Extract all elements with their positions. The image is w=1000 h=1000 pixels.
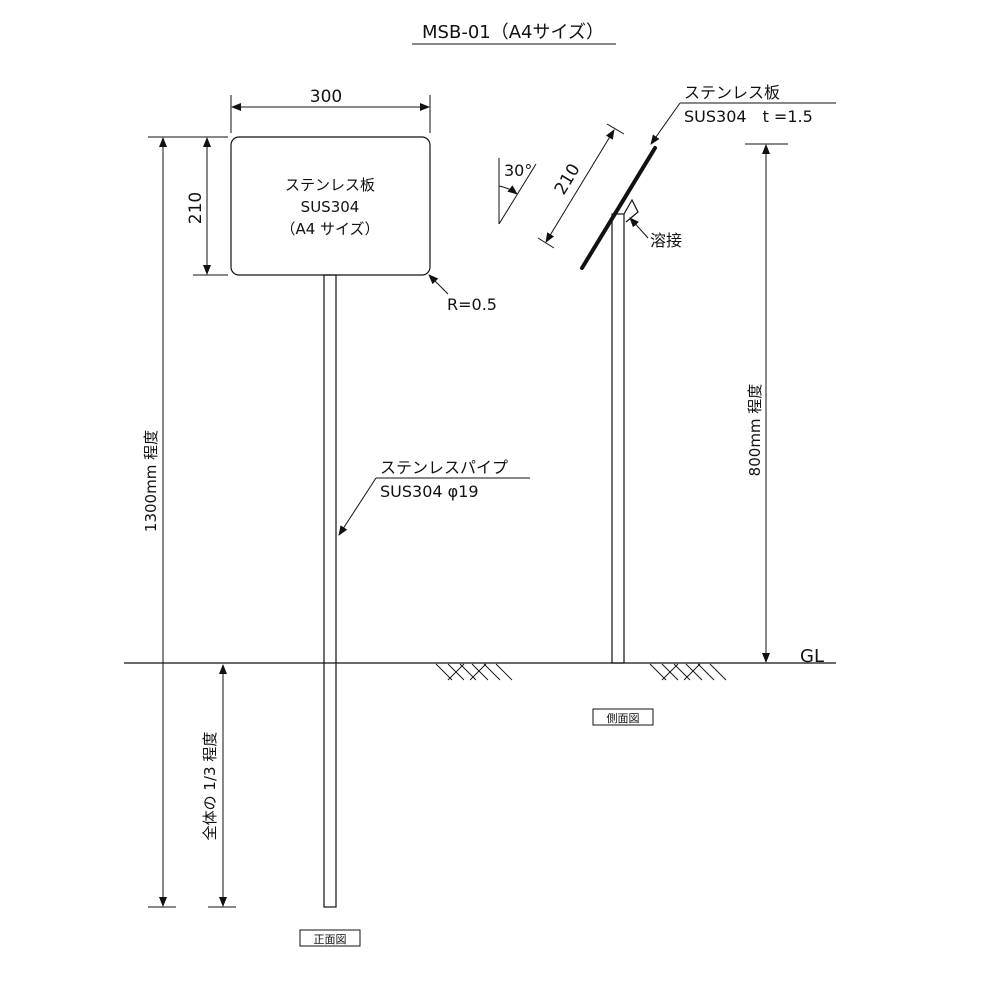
pipe-leader bbox=[338, 477, 377, 536]
front-plate-grade: SUS304 bbox=[301, 198, 360, 216]
side-plate-spec-label: SUS304 t =1.5 bbox=[684, 107, 813, 126]
side-plate-material-label: ステンレス板 bbox=[684, 83, 780, 102]
side-pipe bbox=[611, 213, 625, 664]
side-height-label: 800mm 程度 bbox=[746, 384, 764, 477]
weld-bracket bbox=[623, 198, 639, 223]
plate-length-dimension-line bbox=[545, 129, 615, 243]
weld-leader bbox=[629, 217, 649, 239]
front-pipe bbox=[323, 274, 337, 908]
side-view-label: 側面図 bbox=[607, 712, 640, 725]
front-view-label-box bbox=[299, 929, 361, 947]
side-view-label-box bbox=[592, 708, 654, 726]
pipe-grade-label: SUS304 φ19 bbox=[380, 482, 479, 501]
plate-length-ext-top bbox=[606, 123, 625, 135]
radius-leader bbox=[428, 274, 449, 295]
plate-length-ext-bottom bbox=[537, 237, 555, 249]
weld-label: 溶接 bbox=[650, 231, 682, 250]
side-sign-plate bbox=[580, 146, 657, 270]
total-height-label: 1300mm 程度 bbox=[142, 430, 160, 532]
drawing-title: MSB-01（A4サイズ） bbox=[422, 22, 604, 43]
radius-label: R=0.5 bbox=[447, 295, 497, 314]
ground-hatch-left bbox=[435, 663, 513, 681]
width-dimension-label: 300 bbox=[310, 87, 342, 107]
ground-hatch-right bbox=[649, 663, 727, 681]
angle-label: 30° bbox=[504, 161, 532, 180]
ground-level-label: GL bbox=[800, 646, 824, 667]
front-plate-material: ステンレス板 bbox=[285, 176, 375, 194]
front-plate-size: （A4 サイズ） bbox=[280, 220, 379, 238]
pipe-material-label: ステンレスパイプ bbox=[380, 458, 508, 477]
front-view-label: 正面図 bbox=[314, 933, 347, 946]
buried-depth-label: 全体の 1/3 程度 bbox=[201, 732, 219, 841]
angle-arc bbox=[498, 185, 518, 195]
plate-length-label: 210 bbox=[551, 160, 585, 198]
side-plate-leader bbox=[650, 102, 681, 145]
height-dimension-label: 210 bbox=[186, 192, 206, 224]
